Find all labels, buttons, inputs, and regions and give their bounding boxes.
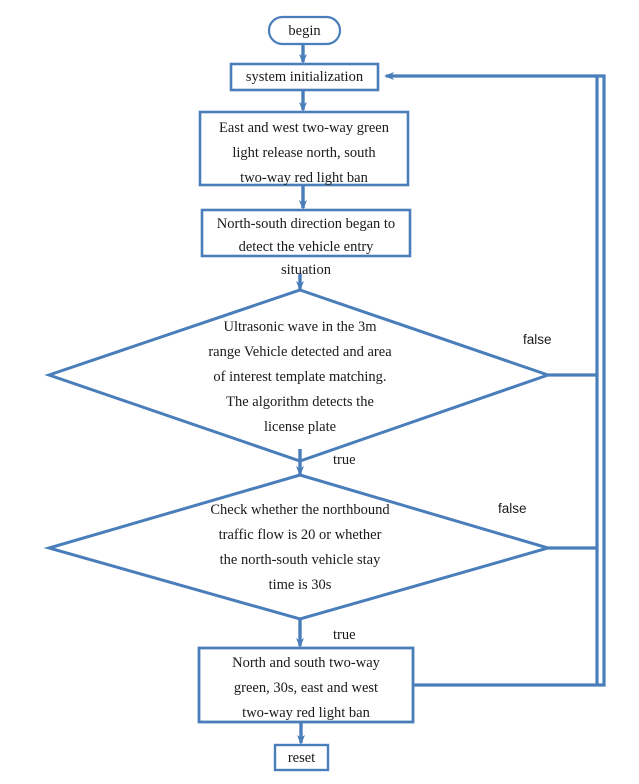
- node-north-south-green-shape[interactable]: [197, 646, 415, 724]
- edge-return-to-system-init: [384, 72, 606, 687]
- node-decision-traffic-flow-shape[interactable]: [43, 473, 554, 621]
- node-ns-detect-shape[interactable]: [200, 208, 412, 258]
- node-decision-ultrasonic-shape[interactable]: [44, 288, 553, 463]
- node-begin-shape[interactable]: [267, 15, 342, 46]
- edge-label-ultrasonic-false: false: [523, 332, 552, 347]
- edge-label-traffic-true: true: [333, 627, 356, 643]
- node-system-init-shape[interactable]: [229, 62, 380, 92]
- node-reset-shape[interactable]: [273, 743, 330, 772]
- node-east-west-green-shape[interactable]: [198, 110, 410, 187]
- edge-label-traffic-false: false: [498, 501, 527, 516]
- edge-label-ultrasonic-true: true: [333, 452, 356, 468]
